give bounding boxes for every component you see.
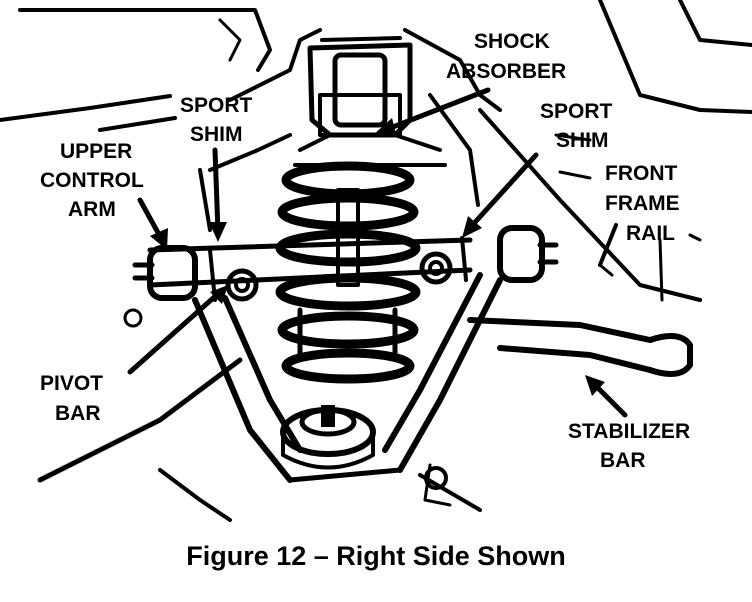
label-front-frame-rail-line2: FRAME <box>605 192 680 215</box>
label-stabilizer-bar-line2: BAR <box>600 449 646 472</box>
labels: SHOCK ABSORBER SPORT SHIM SPORT SHIM UPP… <box>40 30 690 472</box>
label-sport-shim-left-line1: SPORT <box>180 94 253 117</box>
label-front-frame-rail-line1: FRONT <box>605 162 677 185</box>
label-sport-shim-left-line2: SHIM <box>190 123 243 146</box>
label-shock-absorber-line1: SHOCK <box>474 30 550 53</box>
label-sport-shim-right-line1: SPORT <box>540 100 613 123</box>
label-shock-absorber-line2: ABSORBER <box>446 60 566 83</box>
body-panel-outlines <box>0 0 752 302</box>
label-upper-control-arm-line1: UPPER <box>60 140 132 163</box>
label-stabilizer-bar-line1: STABILIZER <box>568 420 690 443</box>
stabilizer-bar-drawing <box>37 308 693 522</box>
label-upper-control-arm-line2: CONTROL <box>40 169 144 192</box>
leader-arrows <box>127 87 628 418</box>
label-front-frame-rail-line3: RAIL <box>626 222 675 245</box>
label-upper-control-arm-line3: ARM <box>68 198 116 221</box>
label-pivot-bar-line2: BAR <box>55 402 101 425</box>
label-pivot-bar-line1: PIVOT <box>40 372 103 395</box>
shock-absorber-drawing <box>293 36 447 287</box>
figure-caption: Figure 12 – Right Side Shown <box>186 541 566 571</box>
ball-joint-drawing <box>280 405 376 470</box>
label-sport-shim-right-line2: SHIM <box>556 129 609 152</box>
